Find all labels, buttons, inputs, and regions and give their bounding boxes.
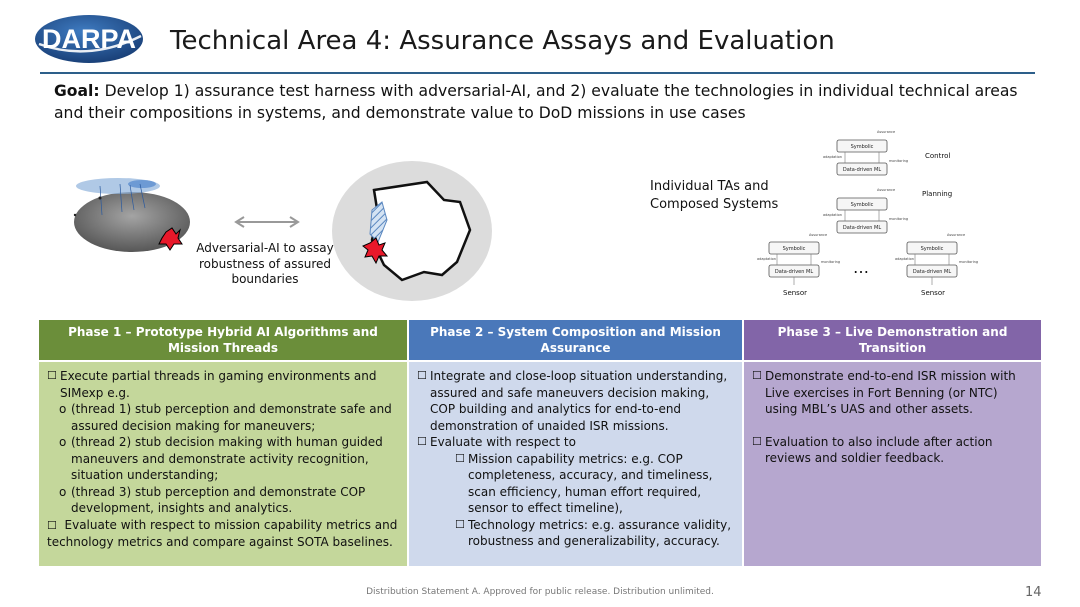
phase2-sub1: Mission capability metrics: e.g. COP com… <box>468 451 713 516</box>
title-divider <box>40 72 1035 74</box>
arch-monitoring-2: monitoring <box>889 217 908 221</box>
phase1-sub1: (thread 1) stub perception and demonstra… <box>71 402 392 433</box>
goal-label: Goal: <box>54 82 100 100</box>
arch-adaptation-2: adaptation <box>823 213 842 217</box>
phase-table: Phase 1 – Prototype Hybrid AI Algorithms… <box>39 320 1041 566</box>
phase2-header: Phase 2 – System Composition and Mission… <box>409 320 744 360</box>
arch-adaptation-3: adaptation <box>757 257 776 261</box>
list-item: ☐ Integrate and close-loop situation und… <box>417 368 734 434</box>
phase2-item2: Evaluate with respect to <box>430 435 576 449</box>
phase2-cell: ☐ Integrate and close-loop situation und… <box>409 360 744 566</box>
checkbox-bullet-icon: ☐ <box>752 369 762 382</box>
arch-ml-mid: Data-driven ML <box>843 225 881 231</box>
bidirectional-arrow-icon <box>232 214 302 233</box>
checkbox-bullet-icon: ☐ <box>417 369 427 382</box>
page-number: 14 <box>1025 585 1042 600</box>
checkbox-bullet-icon: ☐ <box>47 369 57 382</box>
list-item: ☐ Evaluate with respect to <box>417 434 734 451</box>
arch-ellipsis: … <box>853 258 869 277</box>
distribution-statement: Distribution Statement A. Approved for p… <box>366 587 714 597</box>
ta-label-line2: Composed Systems <box>650 197 779 212</box>
phase3-item1: Demonstrate end-to-end ISR mission with … <box>765 369 1016 416</box>
arch-monitoring-3: monitoring <box>821 260 840 264</box>
arch-assurance-2: Assurance <box>877 188 895 192</box>
arch-adaptation-1: adaptation <box>823 155 842 159</box>
goal-text: Develop 1) assurance test harness with a… <box>54 82 1018 122</box>
arch-ml-right: Data-driven ML <box>913 269 951 275</box>
phase1-item2: Evaluate with respect to mission capabil… <box>47 517 402 550</box>
ta-label-line1: Individual TAs and <box>650 179 769 194</box>
arch-symbolic-top: Symbolic <box>851 144 874 150</box>
list-item: ☐ Execute partial threads in gaming envi… <box>47 368 399 401</box>
phase2-item1: Integrate and close-loop situation under… <box>430 369 728 433</box>
checkbox-bullet-icon: ☐ <box>752 434 762 448</box>
phase1-sub2: (thread 2) stub decision making with hum… <box>71 435 383 482</box>
list-subitem: o (thread 1) stub perception and demonst… <box>47 401 399 434</box>
arch-sensor-left: Sensor <box>783 289 807 297</box>
phase3-item2: Evaluation to also include after action … <box>765 434 993 466</box>
arch-symbolic-right: Symbolic <box>921 246 944 252</box>
phase1-header: Phase 1 – Prototype Hybrid AI Algorithms… <box>39 320 409 360</box>
arch-assurance-3: Assurance <box>809 233 827 237</box>
arch-control-label: Control <box>925 152 950 160</box>
phase1-sub3: (thread 3) stub perception and demonstra… <box>71 484 366 516</box>
darpa-logo: DARPA <box>33 14 145 68</box>
logo-text: DARPA <box>42 24 136 54</box>
arch-planning-label: Planning <box>922 190 952 198</box>
checkbox-bullet-icon: ☐ <box>455 451 465 465</box>
checkbox-bullet-icon: ☐ <box>417 435 427 448</box>
circle-bullet-icon: o <box>59 435 67 449</box>
list-subitem: ☐ Mission capability metrics: e.g. COP c… <box>417 451 734 517</box>
arch-monitoring-1: monitoring <box>889 159 908 163</box>
arch-monitoring-4: monitoring <box>959 260 978 264</box>
list-item: ☐ Evaluation to also include after actio… <box>752 434 1033 467</box>
list-item: ☐ Evaluate with respect to mission capab… <box>47 517 399 551</box>
circle-bullet-icon: o <box>59 402 67 416</box>
phase3-cell: ☐ Demonstrate end-to-end ISR mission wit… <box>744 360 1041 566</box>
phase3-header: Phase 3 – Live Demonstration and Transit… <box>744 320 1041 360</box>
arch-ml-top: Data-driven ML <box>843 167 881 173</box>
arch-assurance-1: Assurance <box>877 130 895 134</box>
arch-assurance-4: Assurance <box>947 233 965 237</box>
list-subitem: o (thread 3) stub perception and demonst… <box>47 484 399 517</box>
arch-symbolic-left: Symbolic <box>783 246 806 252</box>
list-subitem: o (thread 2) stub decision making with h… <box>47 434 399 484</box>
assured-boundary-illustration <box>332 160 492 306</box>
checkbox-bullet-icon: ☐ <box>47 518 57 532</box>
phase1-item1: Execute partial threads in gaming enviro… <box>60 369 377 400</box>
arch-symbolic-mid: Symbolic <box>851 202 874 208</box>
circle-bullet-icon: o <box>59 484 67 499</box>
list-item: ☐ Demonstrate end-to-end ISR mission wit… <box>752 368 1033 418</box>
spacer <box>752 418 1033 434</box>
composed-systems-diagram: Symbolic Data-driven ML Symbolic Data-dr… <box>755 125 995 304</box>
arch-sensor-right: Sensor <box>921 289 945 297</box>
page-title: Technical Area 4: Assurance Assays and E… <box>170 26 835 56</box>
phase2-sub2: Technology metrics: e.g. assurance valid… <box>468 517 732 549</box>
adversarial-ai-caption: Adversarial-AI to assay robustness of as… <box>196 241 334 286</box>
list-subitem: ☐ Technology metrics: e.g. assurance val… <box>417 517 734 550</box>
goal-statement: Goal: Develop 1) assurance test harness … <box>54 80 1044 124</box>
phase1-cell: ☐ Execute partial threads in gaming envi… <box>39 360 409 566</box>
checkbox-bullet-icon: ☐ <box>455 517 465 531</box>
individual-tas-label: Individual TAs and Composed Systems <box>650 178 778 214</box>
terrain-map-illustration <box>60 160 210 264</box>
arch-adaptation-4: adaptation <box>895 257 914 261</box>
arch-ml-left: Data-driven ML <box>775 269 813 275</box>
